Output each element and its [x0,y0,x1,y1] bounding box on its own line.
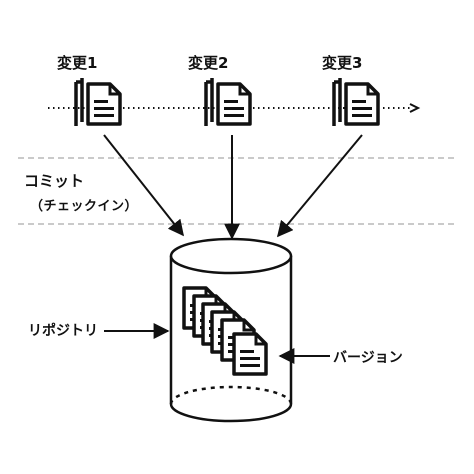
commit-arrow-1 [103,134,184,237]
commit-subtitle: （チェックイン） [30,199,139,214]
change-1-document-icon [76,78,120,126]
change-3-document-icon [334,78,378,126]
timeline-arrowhead [409,103,421,113]
change-2-document-icon [206,78,250,126]
repository-cylinder-icon [169,237,293,423]
commit-arrow-3 [276,134,363,238]
change-1-label: 変更1 [57,54,98,72]
change-2-label: 変更2 [188,54,229,72]
version-documents [182,286,268,376]
commit-title: コミット [24,172,85,190]
change-3-label: 変更3 [322,54,363,72]
version-label: バージョン [333,350,403,366]
repository-label: リポジトリ [28,323,98,339]
